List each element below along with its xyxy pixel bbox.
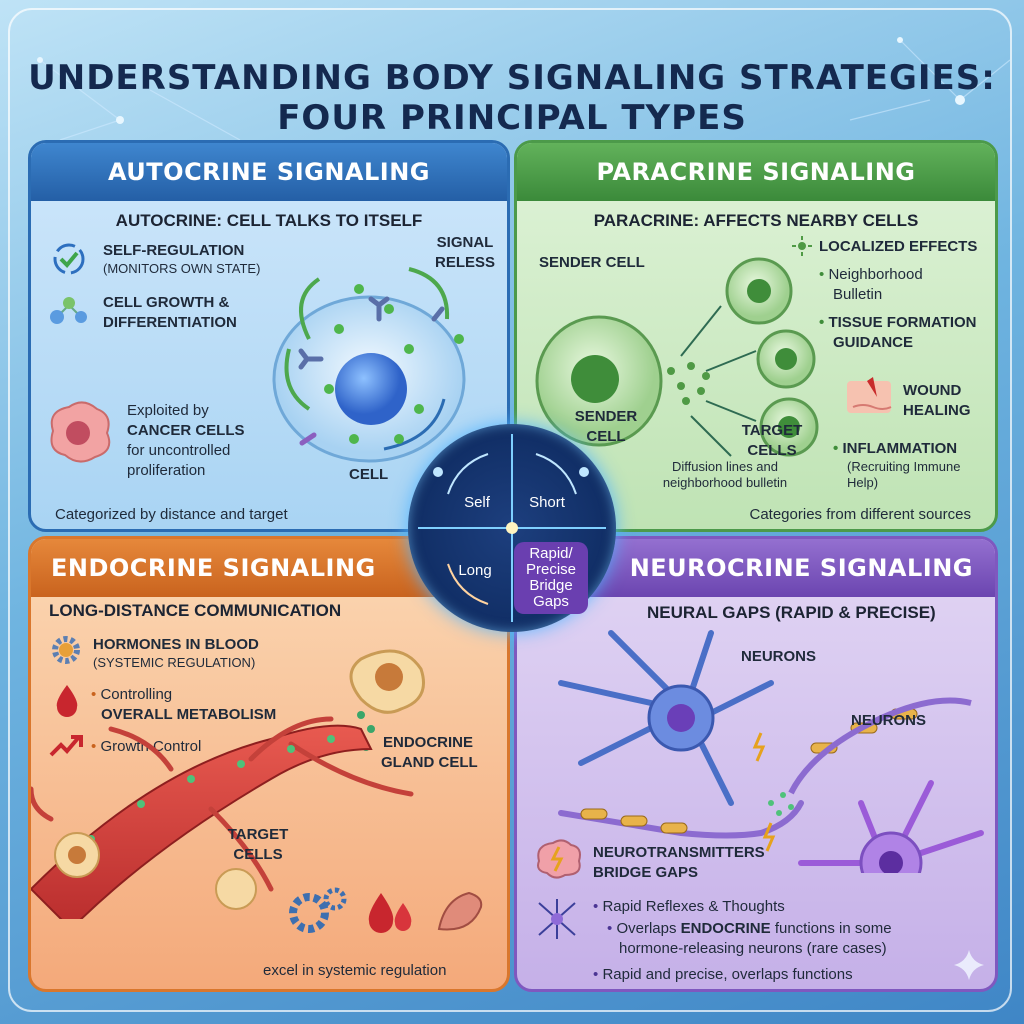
sender-cell-line2: CELL [586, 428, 626, 445]
neurons-label-2: NEURONS [851, 712, 927, 729]
neurocrine-panel: NEUROCRINE SIGNALING NEURAL GAPS (RAPID … [514, 536, 998, 992]
target-cells-line2: CELLS [747, 442, 797, 459]
endocrine-footer: excel in systemic regulation [263, 962, 447, 979]
wound-line2: HEALING [903, 402, 971, 419]
cell-label: CELL [349, 466, 389, 483]
growth-line1: CELL GROWTH & [103, 294, 230, 311]
self-regulation-sub: (MONITORS OWN STATE) [103, 261, 261, 276]
outer-frame [8, 8, 1012, 1012]
cancer-cell-icon [50, 401, 111, 463]
sender-cell-line1: SENDER [574, 408, 638, 425]
signal-label-line2: RELESS [435, 254, 496, 271]
endo-target-line1: TARGET [227, 826, 289, 843]
cancer-line4: proliferation [127, 462, 206, 479]
autocrine-panel: AUTOCRINE SIGNALING AUTOCRINE: CELL TALK… [28, 140, 510, 532]
wound-line1: WOUND [903, 382, 962, 399]
neurons-illustration [558, 630, 984, 873]
signal-label-line1: SIGNAL [436, 234, 494, 251]
paracrine-subtitle: PARACRINE: AFFECTS NEARBY CELLS [593, 211, 919, 230]
target-cells-line1: TARGET [741, 422, 803, 439]
overlaps-line2: hormone-releasing neurons (rare cases) [619, 940, 887, 957]
nt-line2: BRIDGE GAPS [593, 864, 699, 881]
endocrine-subtitle: LONG-DISTANCE COMMUNICATION [49, 601, 342, 620]
overlaps-line1: • Overlaps ENDOCRINE functions in some [607, 920, 892, 937]
autocrine-subtitle: AUTOCRINE: CELL TALKS TO ITSELF [115, 211, 423, 230]
controlling: • Controlling [91, 686, 173, 703]
muscle-icon [437, 891, 483, 931]
gland-line1: ENDOCRINE [383, 734, 474, 751]
self-regulation-title: SELF-REGULATION [103, 242, 245, 259]
hormones-sub: (SYSTEMIC REGULATION) [93, 655, 256, 670]
cycle-check-icon [53, 243, 85, 275]
neuron-icon [538, 899, 576, 939]
cancer-line3: for uncontrolled [127, 442, 231, 459]
autocrine-header: AUTOCRINE SIGNALING [31, 143, 507, 201]
cancer-line1: Exploited by [127, 402, 209, 419]
neurons-label-1: NEURONS [741, 648, 817, 665]
reflexes: • Rapid Reflexes & Thoughts [593, 898, 785, 915]
endo-target-line2: CELLS [233, 846, 283, 863]
cancer-line2: CANCER CELLS [127, 422, 245, 439]
network-decoration [37, 37, 1011, 140]
page-title-line2: FOUR PRINCIPAL TYPES [277, 98, 747, 138]
nt-line1: NEUROTRANSMITTERS [593, 844, 765, 861]
bloodstream-illustration [31, 649, 425, 919]
autocrine-footer: Categorized by distance and target [55, 506, 288, 523]
paracrine-header: PARACRINE SIGNALING [517, 143, 995, 201]
autocrine-cell-illustration [272, 267, 466, 463]
rapid-precise: • Rapid and precise, overlaps functions [593, 966, 853, 983]
blood-drop-icon [56, 685, 78, 717]
sparkle-corner-icon [954, 950, 984, 980]
skin-wound-icon [847, 377, 892, 413]
growth-line2: DIFFERENTIATION [103, 314, 237, 331]
gland-line2: GLAND CELL [381, 754, 478, 771]
growth-arrow-icon [49, 735, 83, 757]
inflammation-title: • INFLAMMATION [833, 440, 958, 457]
hormones-title: HORMONES IN BLOOD [93, 636, 259, 653]
tissue-line1: • TISSUE FORMATION [819, 314, 977, 331]
gear-icon [52, 636, 80, 664]
blood-drops-icon [368, 893, 412, 933]
neighborhood-line1: • Neighborhood [819, 266, 923, 283]
diffusion-line2: neighborhood bulletin [662, 475, 788, 490]
gears-icon [289, 887, 347, 933]
diffusion-line1: Diffusion lines and [672, 459, 778, 474]
page-title-line1: UNDERSTANDING BODY SIGNALING STRATEGIES: [28, 58, 996, 98]
molecules-icon [50, 297, 87, 324]
brain-icon [537, 839, 581, 879]
tissue-line2: GUIDANCE [833, 334, 914, 351]
sparkle-icon [792, 236, 812, 256]
neurocrine-subtitle: NEURAL GAPS (RAPID & PRECISE) [647, 603, 936, 622]
hub-self-label: Self [464, 494, 490, 511]
hub-long-label: Long [458, 562, 492, 579]
metabolism: OVERALL METABOLISM [101, 706, 277, 723]
paracrine-cells-illustration [535, 257, 819, 457]
inflammation-sub-line1: (Recruiting Immune [847, 459, 961, 474]
hub-arrows [418, 434, 606, 622]
inflammation-sub-line2: Help) [847, 475, 879, 490]
localized-effects: LOCALIZED EFFECTS [819, 238, 978, 255]
paracrine-footer: Categories from different sources [749, 506, 972, 523]
endocrine-panel: ENDOCRINE SIGNALING LONG-DISTANCE COMMUN… [28, 536, 510, 992]
sender-cell-top-label: SENDER CELL [539, 254, 645, 271]
neighborhood-line2: Bulletin [833, 286, 883, 303]
hub-short-label: Short [529, 494, 565, 511]
